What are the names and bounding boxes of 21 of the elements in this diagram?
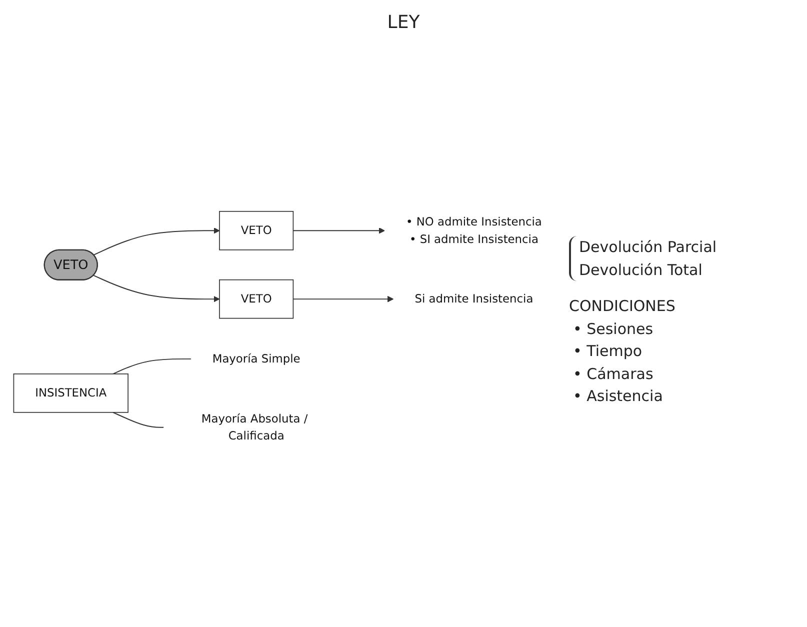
node-text: Si admite Insistencia <box>414 292 534 306</box>
text-label: Devolución Total <box>579 260 704 281</box>
node-box: INSISTENCIA <box>13 373 128 413</box>
list-item: • Asistencia <box>573 386 664 408</box>
arrow <box>292 228 385 234</box>
arrow <box>93 228 220 256</box>
connector <box>112 358 192 374</box>
node-box: VETO <box>219 279 294 319</box>
heading-label: CONDICIONES <box>569 296 676 318</box>
arrow <box>292 296 394 302</box>
node-text: • NO admite Insistencia • SI admite Insistencia <box>406 214 542 246</box>
node-text: Mayoría Simple <box>212 352 300 366</box>
list-item: • Sesiones <box>573 318 654 340</box>
node-text: Mayoría Absoluta / Calificada <box>201 412 308 442</box>
text-label: Devolución Parcial <box>579 237 718 258</box>
connector <box>112 412 164 428</box>
list-item: • Tiempo <box>573 341 644 362</box>
list-item: • Cámaras <box>573 364 654 385</box>
arrow <box>93 274 220 302</box>
diagram-title: LEY <box>387 12 420 33</box>
node-box: VETO <box>219 210 294 250</box>
